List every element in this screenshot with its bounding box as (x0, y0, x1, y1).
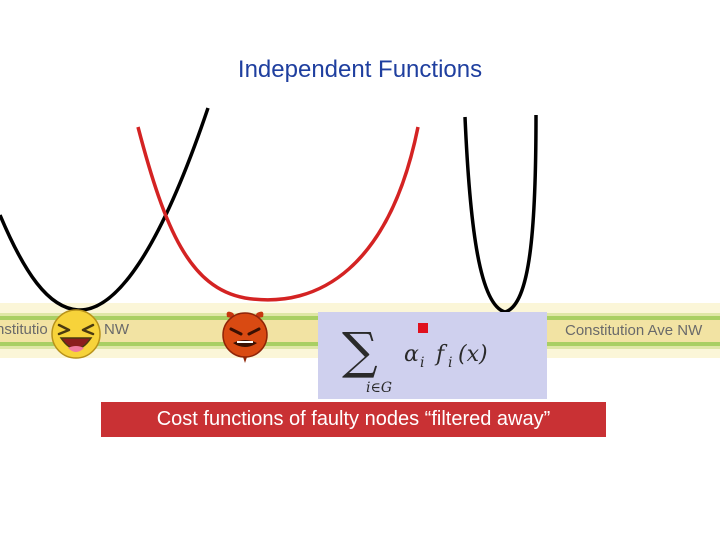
good-cost-curve-2 (463, 114, 538, 314)
road-label-right: Constitution Ave NW (565, 322, 703, 339)
slide-title: Independent Functions (237, 56, 483, 83)
formula-args: (x) (458, 342, 488, 367)
formula-sum-index: i∈G (366, 380, 392, 396)
weighted-sum-formula: ∑ α i f i (x) i∈G (318, 312, 547, 399)
formula-alpha-subscript: i (420, 355, 424, 371)
formula-alpha: α (404, 342, 419, 367)
good-cost-curve-1 (0, 107, 210, 312)
road-label-left: nstitutio (0, 321, 48, 338)
laughing-face-icon (51, 309, 101, 359)
sum-sign-icon: ∑ (342, 322, 378, 380)
formula-f: f (434, 342, 448, 367)
road-label-nw: NW (104, 321, 129, 338)
faulty-cost-curve (136, 126, 420, 302)
devil-face-icon (222, 311, 268, 363)
formula-f-subscript: i (448, 355, 452, 371)
minimum-marker (418, 323, 428, 333)
caption-banner: Cost functions of faulty nodes “filtered… (101, 402, 606, 437)
